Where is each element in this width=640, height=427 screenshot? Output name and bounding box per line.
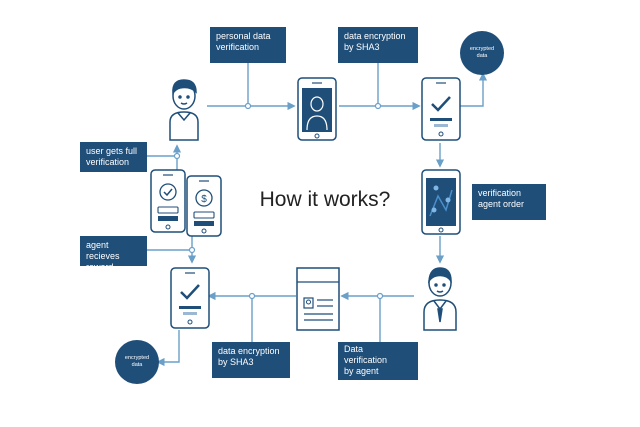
label-data-encryption-top: data encryption by SHA3	[338, 27, 418, 63]
phone-map-icon	[421, 169, 461, 235]
label-verification-agent-order: verification agent order	[472, 184, 546, 220]
document-icon	[296, 267, 340, 331]
junction-dot	[248, 292, 256, 300]
junction-dot	[374, 102, 382, 110]
junction-dot	[376, 292, 384, 300]
phone-id-icon	[297, 77, 337, 141]
arrow-to-encrypted-top	[460, 72, 488, 107]
junction-dot	[188, 246, 196, 254]
encrypted-data-top: encrypted data	[460, 31, 504, 75]
svg-text:$: $	[201, 194, 207, 205]
arrow-to-encrypted-bottom	[156, 330, 180, 367]
user-avatar-icon	[169, 79, 199, 141]
agent-avatar-icon	[423, 267, 457, 331]
junction-dot	[173, 152, 181, 160]
label-data-encryption-bottom: data encryption by SHA3	[212, 342, 290, 378]
diagram-title: How it works?	[259, 188, 391, 211]
label-user-gets-full-verification: user gets full verification	[80, 142, 147, 172]
junction-dot	[244, 102, 252, 110]
encrypted-data-bottom: encrypted data	[115, 340, 159, 384]
phone-check-bottom-icon	[170, 267, 210, 329]
label-data-verification-by-agent: Data verification by agent	[338, 342, 418, 380]
phone-check-left-icon	[150, 169, 186, 233]
phone-check-icon	[421, 77, 461, 141]
phone-coin-icon: $	[186, 175, 222, 237]
label-personal-data-verification: personal data verification	[210, 27, 286, 63]
label-agent-recieves-reward: agent recieves reward	[80, 236, 147, 272]
